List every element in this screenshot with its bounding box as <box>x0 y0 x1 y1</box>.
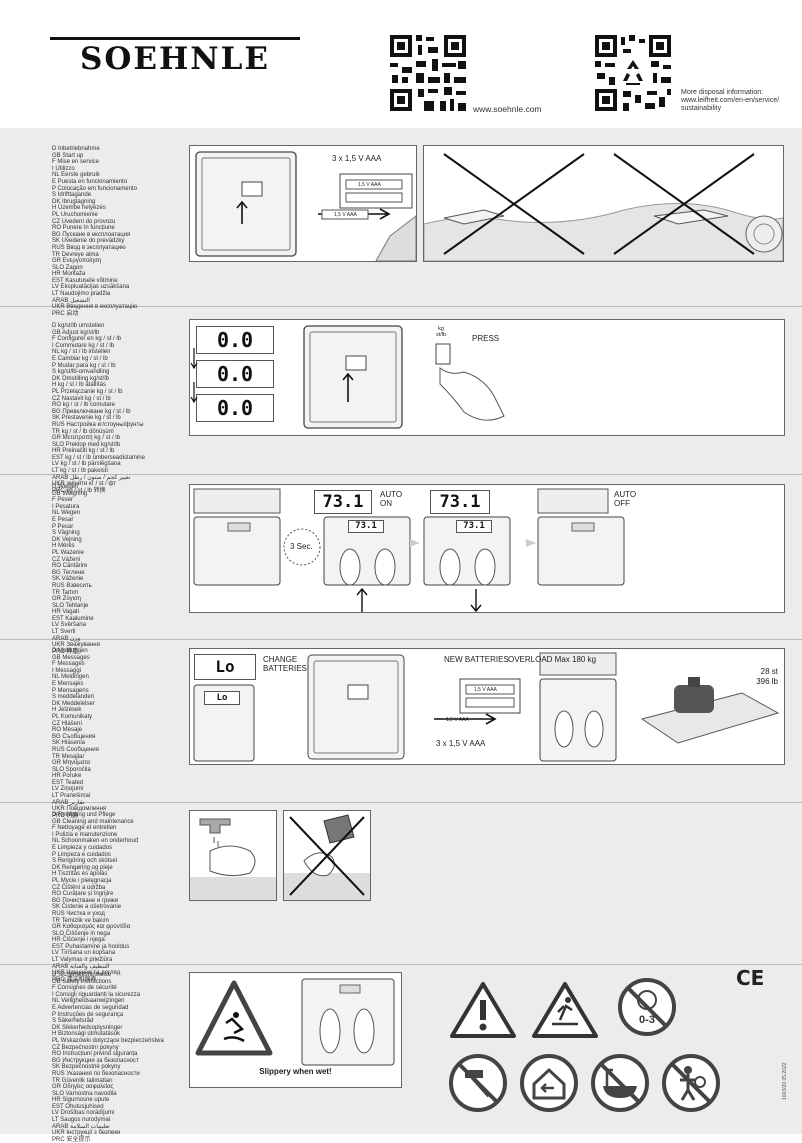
document-code: 1003/20 05.2022 <box>782 1062 788 1100</box>
soehnle-logo: SOEHNLE <box>50 37 300 77</box>
readout-weighing: 73.1 <box>430 490 490 514</box>
website-url[interactable]: www.soehnle.com <box>473 104 542 114</box>
qr-code-disposal <box>593 33 673 113</box>
delay-label: 3 Sec. <box>290 542 313 551</box>
overload-label: OVERLOAD Max 180 kg <box>508 655 597 664</box>
disposal-url[interactable]: www.leifheit.com/en-en/service/ <box>681 97 780 104</box>
no-standing-on-edge-icon <box>532 982 598 1038</box>
units-languages: D kg/st/lb umstellen GB Adjust kg/st/lb … <box>52 323 145 494</box>
low-battery-display: Lo <box>194 654 256 680</box>
care-cloth-panel <box>189 810 277 901</box>
max-st: 28 st <box>760 667 778 676</box>
readout-auto-on: 73.1 <box>314 490 372 514</box>
messages-languages: D Meldungen GB Messages F Messages I Mes… <box>52 648 107 819</box>
display-lb: 0.0 <box>196 394 274 422</box>
new-batteries-label: NEW BATTERIES <box>444 655 509 664</box>
low-scale-display: Lo <box>204 691 240 705</box>
no-soft-surface-illustration <box>424 153 783 261</box>
safety-panel: Slippery when wet! <box>189 972 402 1088</box>
safety-languages: D Sicherheitshinweise GB Safety instruct… <box>52 972 164 1143</box>
display-st: 0.0 <box>196 360 274 388</box>
age-label: 0-3 <box>639 1014 655 1026</box>
indoor-use-only-icon <box>520 1054 578 1112</box>
care-languages: D Reinigung und Pflege GB Cleaning and m… <box>52 812 139 983</box>
weighing-languages: D Wiegen GB Weighing F Peser I Pesatura … <box>52 484 100 655</box>
header: SOEHNLE www.soehnle.com <box>0 0 802 128</box>
disposal-info: More disposal information: www.leifheit.… <box>681 89 780 112</box>
press-label: PRESS <box>472 334 500 343</box>
max-lb: 396 lb <box>756 677 778 686</box>
slippery-warning: Slippery when wet! <box>259 1067 332 1076</box>
no-bathtub-icon <box>591 1054 649 1112</box>
qr-code-website <box>388 33 468 113</box>
startup-battery-panel: 3 x 1,5 V AAA 1,5 V AAA 1,5 V AAA <box>189 145 417 262</box>
no-hammer-icon <box>449 1054 507 1112</box>
units-panel: 0.0 0.0 0.0 kg st/lb PRESS <box>189 319 785 436</box>
ce-mark: CE <box>736 966 765 990</box>
not-for-children-icon <box>618 978 676 1036</box>
care-no-abrasive-panel <box>283 810 371 901</box>
warning-icon <box>450 982 516 1038</box>
startup-surface-panel <box>423 145 784 262</box>
content-background <box>0 128 802 1134</box>
scale-readout-2: 73.1 <box>456 520 492 533</box>
no-scouring-icon <box>284 814 370 900</box>
scale-readout-1: 73.1 <box>348 520 384 533</box>
no-medical-implant-icon <box>662 1054 720 1112</box>
display-kg: 0.0 <box>196 326 274 354</box>
battery-insert-illustration <box>195 151 416 261</box>
damp-cloth-icon <box>190 818 276 900</box>
unit-key-label[interactable]: kg st/lb <box>436 326 447 338</box>
startup-languages: D Inbetriebnahme GB Start up F Mise en s… <box>52 146 138 317</box>
